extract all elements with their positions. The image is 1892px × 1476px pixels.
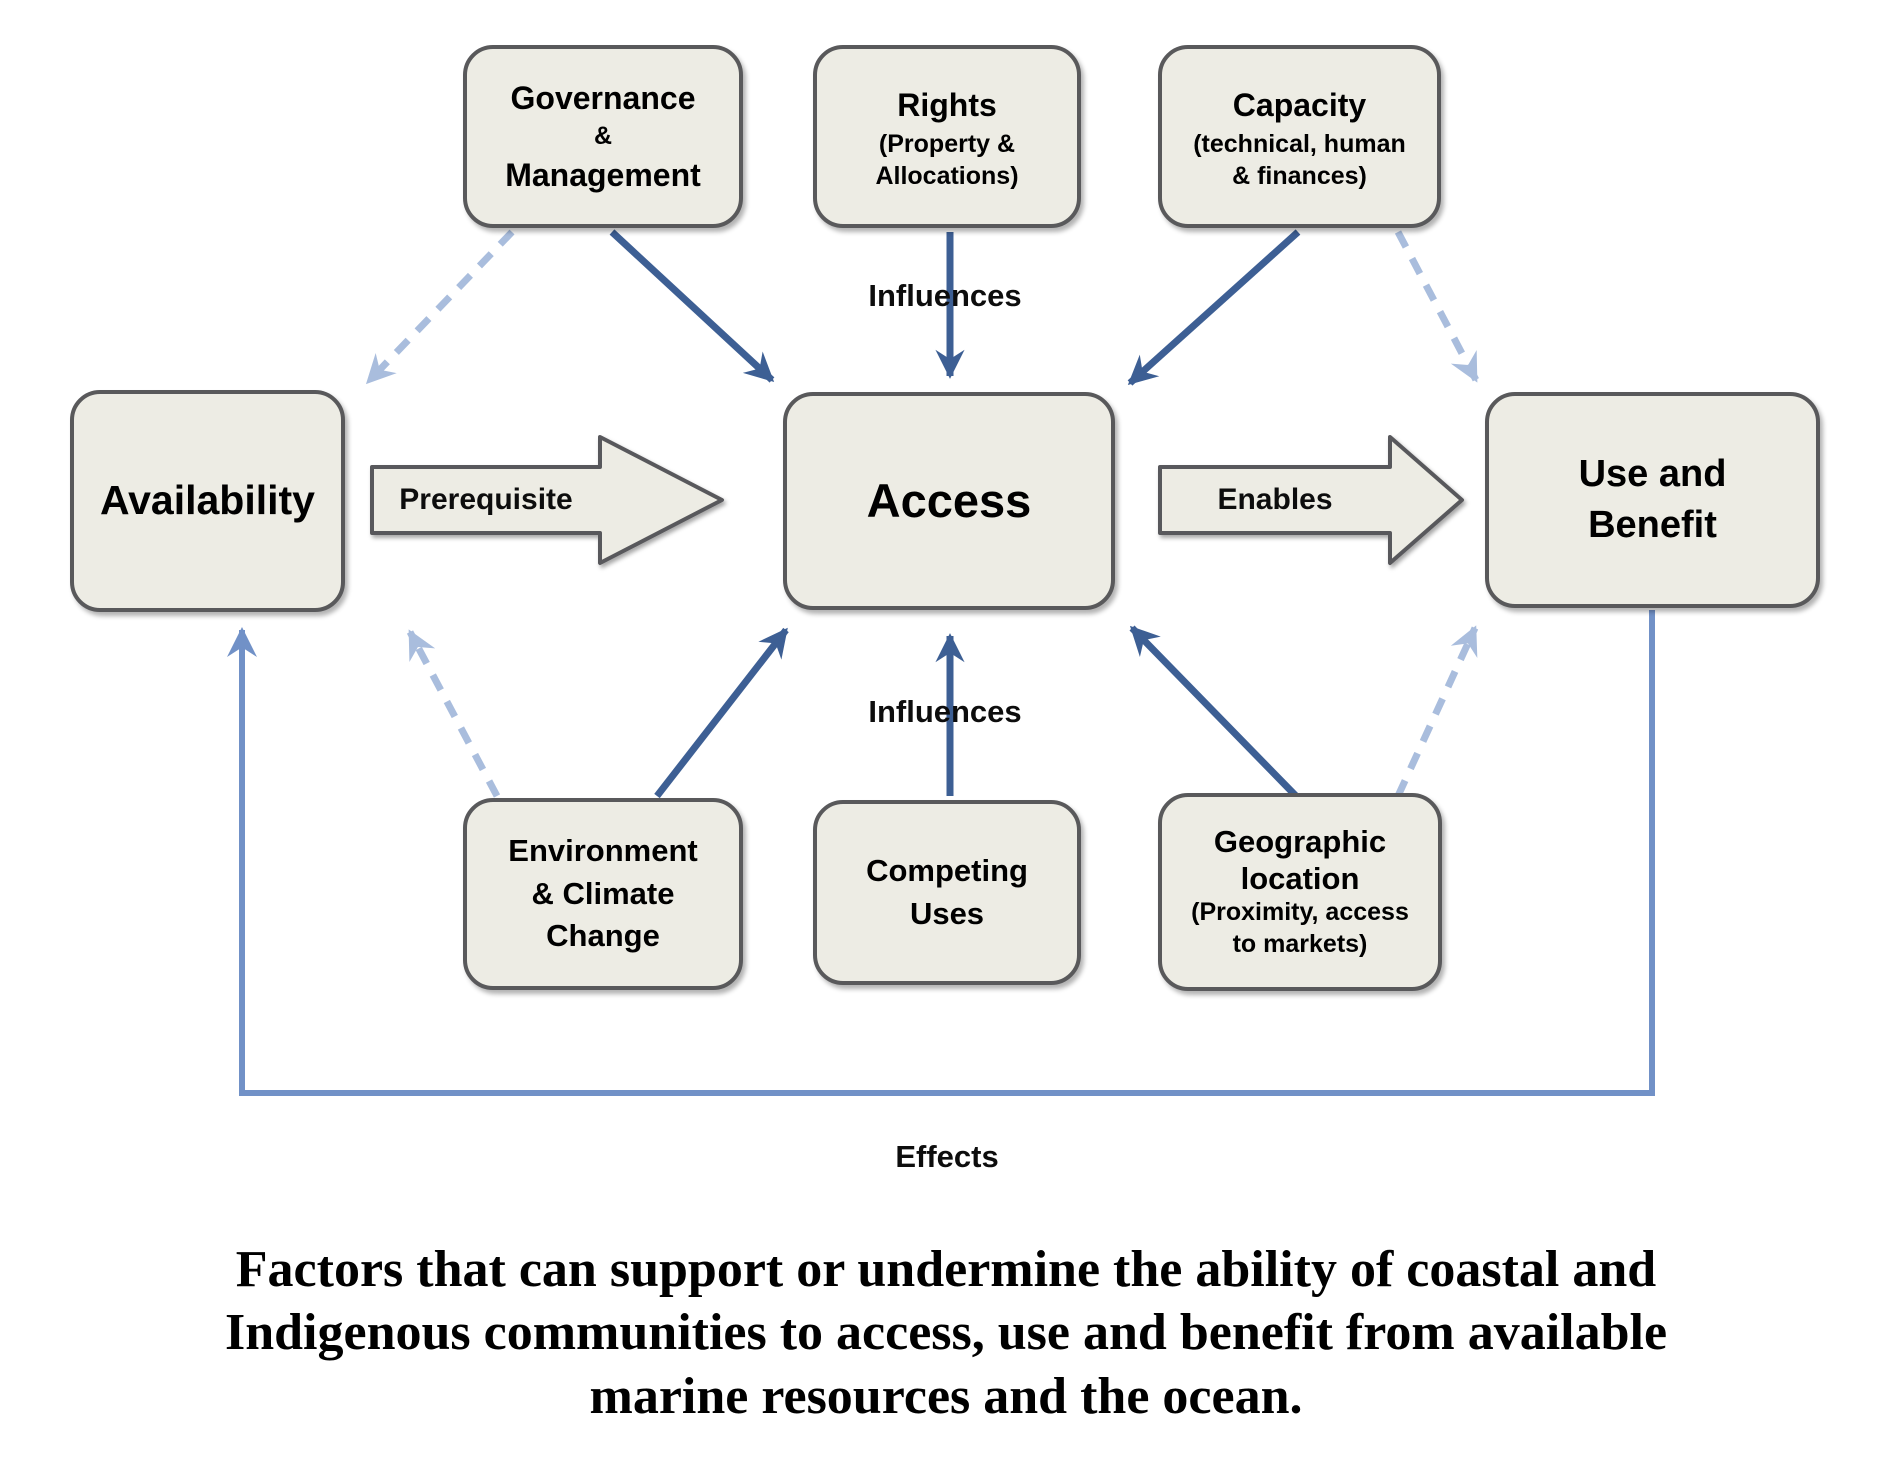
- box-subtitle: (Property &: [878, 130, 1016, 159]
- influences-label-bottom: Influences: [868, 694, 1022, 729]
- prerequisite-label: Prerequisite: [399, 483, 573, 516]
- box-environment-climate-change: Environment & Climate Change: [463, 798, 743, 990]
- box-competing-uses: Competing Uses: [813, 800, 1081, 985]
- box-subtitle: (technical, human: [1193, 130, 1406, 159]
- box-title: location: [1240, 860, 1360, 896]
- arrow-governance-to-access: [609, 229, 775, 383]
- box-subtitle: Allocations): [875, 161, 1019, 190]
- arrow-environment-to-availability: [406, 629, 501, 798]
- arrow-geographic-to-access: [1129, 625, 1299, 799]
- box-governance-management: Governance & Management: [463, 45, 743, 228]
- caption-line: Indigenous communities to access, use an…: [224, 1304, 1668, 1362]
- effects-label: Effects: [895, 1139, 999, 1174]
- box-availability: Availability: [70, 390, 345, 612]
- box-label: Access: [866, 474, 1032, 528]
- arrow-geographic-to-use-benefit: [1394, 625, 1479, 798]
- figure-caption: Factors that can support or undermine th…: [0, 1238, 1892, 1428]
- box-label: Competing: [866, 852, 1028, 888]
- caption-line: Factors that can support or undermine th…: [235, 1241, 1657, 1298]
- arrow-capacity-to-access: [1127, 229, 1301, 386]
- box-label: Change: [546, 918, 660, 954]
- box-use-and-benefit: Use and Benefit: [1485, 392, 1820, 608]
- box-title: Rights: [897, 87, 997, 124]
- caption-line: marine resources and the ocean.: [589, 1367, 1303, 1425]
- box-capacity: Capacity (technical, human & finances): [1158, 45, 1441, 228]
- prerequisite-block-arrow: [370, 435, 724, 565]
- box-geographic-location: Geographic location (Proximity, access t…: [1158, 793, 1442, 991]
- box-label: &: [593, 122, 613, 151]
- box-label: Management: [505, 156, 701, 193]
- arrow-capacity-to-use-benefit: [1394, 230, 1480, 383]
- box-subtitle: to markets): [1232, 929, 1368, 958]
- box-label: Environment: [508, 832, 698, 868]
- box-title: Capacity: [1232, 87, 1367, 124]
- enables-label: Enables: [1217, 483, 1333, 516]
- influences-label-top: Influences: [868, 278, 1022, 313]
- arrow-governance-to-availability: [365, 229, 515, 385]
- box-access: Access: [783, 392, 1115, 610]
- box-label: Governance: [510, 80, 696, 117]
- box-title: Geographic: [1213, 824, 1387, 860]
- box-label: Availability: [100, 477, 315, 524]
- box-subtitle: (Proximity, access: [1191, 898, 1409, 927]
- enables-block-arrow: [1158, 435, 1464, 565]
- arrow-environment-to-access: [654, 627, 789, 799]
- box-label: Use and: [1578, 452, 1727, 495]
- box-label: & Climate: [531, 875, 675, 911]
- box-subtitle: & finances): [1232, 161, 1367, 190]
- box-label: Uses: [909, 895, 985, 931]
- box-rights: Rights (Property & Allocations): [813, 45, 1081, 228]
- arrow-effects-loop: [227, 610, 1655, 1096]
- box-label: Benefit: [1588, 504, 1717, 546]
